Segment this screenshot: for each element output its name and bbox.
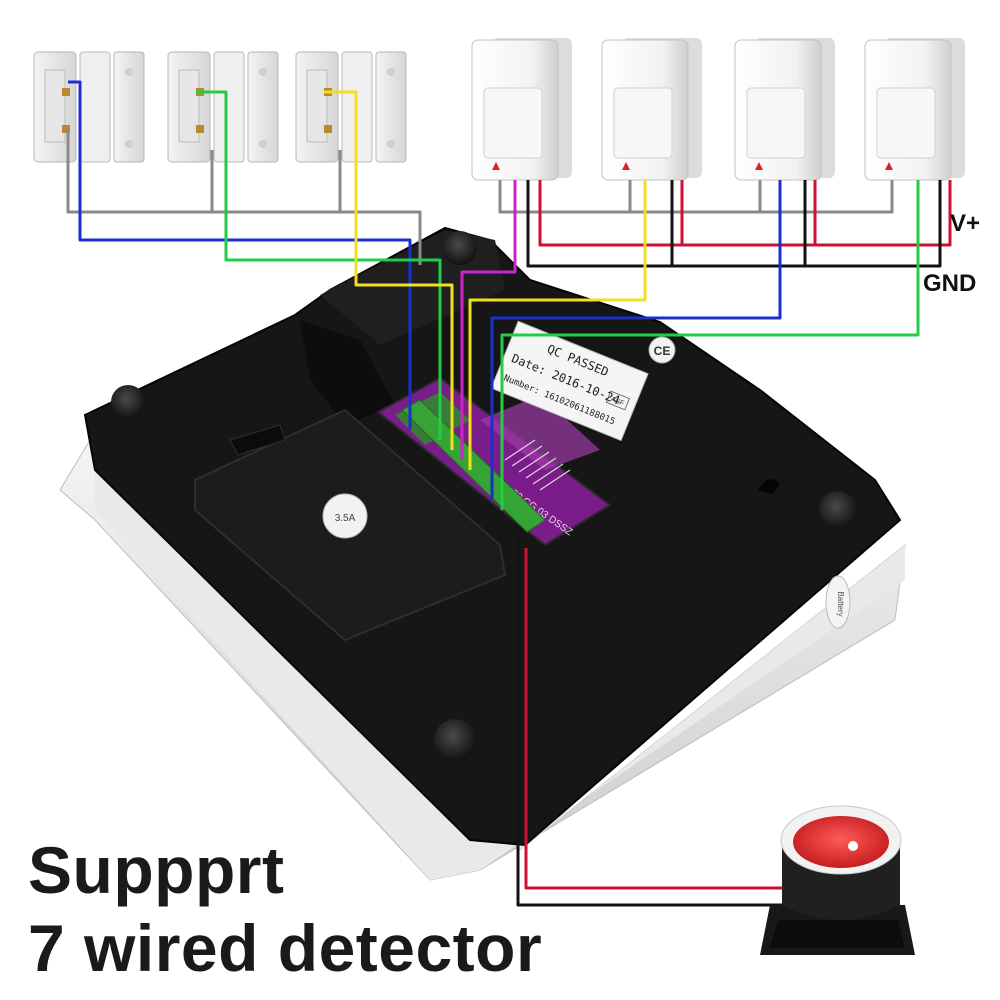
control-panel: 3.5A 83 CG 03 DSSZ QC PASSED Date: 2016-… — [59, 226, 906, 881]
door-contact-1 — [33, 51, 145, 163]
ce-mark: CE — [648, 336, 676, 364]
vplus-wire — [538, 180, 952, 247]
qc-badge: ASF — [610, 396, 625, 408]
side-sticker: Battery — [825, 575, 851, 629]
rubber-foot — [111, 385, 145, 419]
wire-magenta-pir — [460, 180, 517, 460]
pir-sensor-2 — [601, 38, 702, 181]
rubber-foot — [434, 719, 476, 761]
svg-text:CE: CE — [654, 344, 671, 358]
caption-line-1: Suppprt — [28, 833, 285, 907]
wire-blue-door — [68, 80, 412, 430]
siren-wire-red — [524, 548, 790, 890]
door-contact-2 — [167, 51, 279, 163]
common-wire — [66, 130, 422, 265]
caption-line-2: 7 wired detector — [28, 911, 543, 985]
wire-green-door — [196, 90, 442, 440]
wire-yellow-door — [324, 90, 454, 450]
rubber-foot — [443, 231, 477, 265]
wire-yellow-pir — [468, 180, 647, 470]
wiring — [66, 80, 952, 907]
svg-text:Battery: Battery — [836, 591, 845, 616]
gnd-wire — [526, 180, 942, 268]
rubber-foot — [819, 491, 857, 529]
gnd-label: GND — [923, 270, 977, 297]
foot-sticker: 3.5A — [322, 493, 368, 539]
svg-text:3.5A: 3.5A — [335, 513, 356, 524]
door-contact-3 — [295, 51, 407, 163]
wire-green-pir — [500, 180, 920, 510]
vplus-label: V+ — [950, 210, 981, 237]
pir-sensor-1 — [471, 38, 572, 181]
wire-blue-pir — [490, 180, 782, 500]
pir-sensor-3 — [734, 38, 835, 181]
qc-label: QC PASSED Date: 2016-10-24 ASF Number: 1… — [490, 320, 649, 442]
siren-wire-black — [516, 540, 790, 907]
siren — [760, 805, 915, 955]
pir-sensor-4 — [864, 38, 965, 181]
